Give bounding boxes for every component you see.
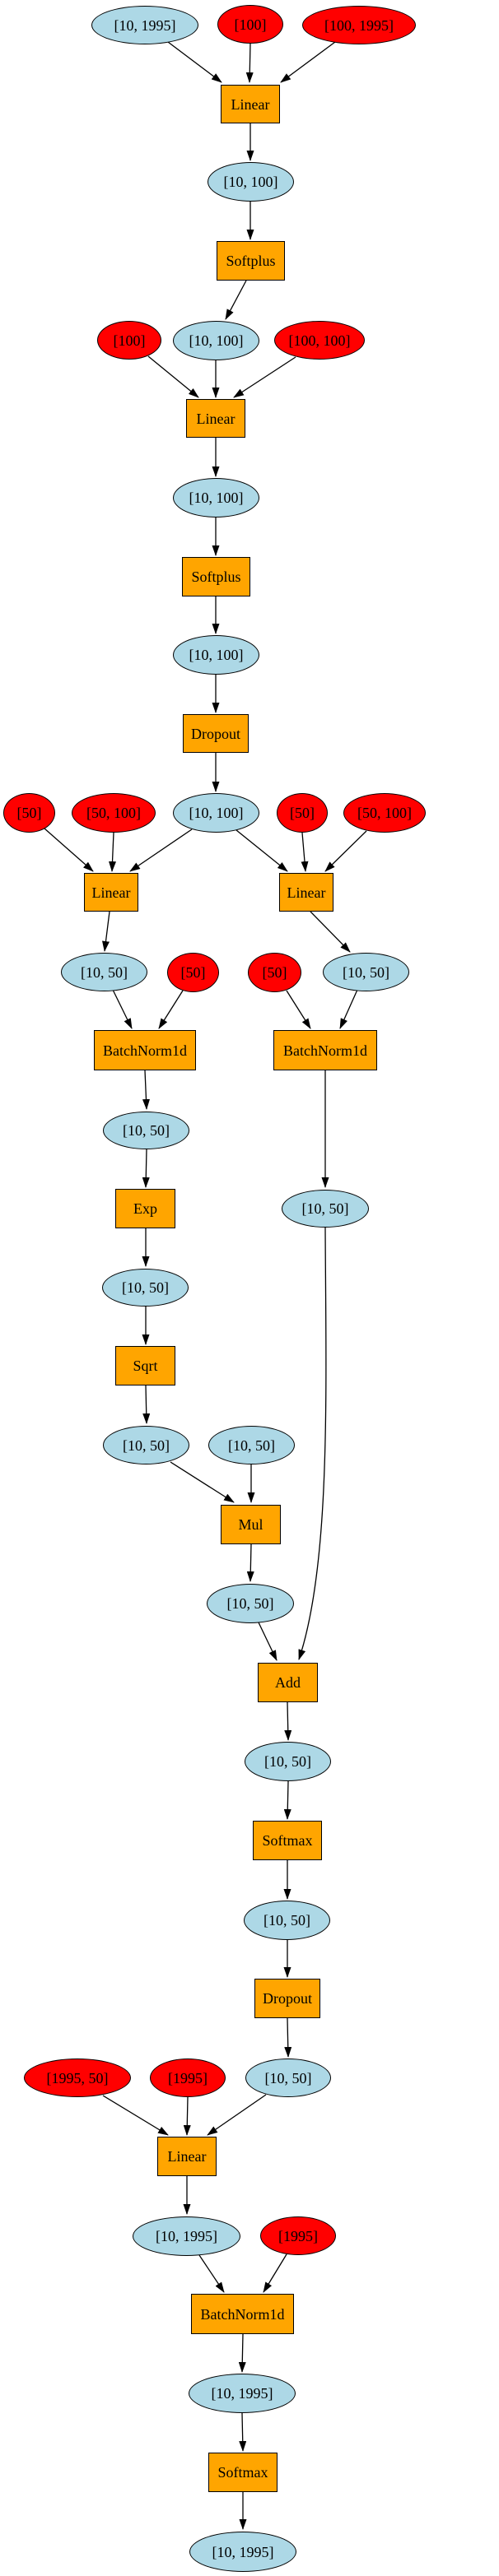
tensor-n39: [10, 50] <box>244 1901 330 1940</box>
dropout-op-n40: Dropout <box>254 1979 320 2018</box>
edge-n42-n44 <box>102 2095 169 2136</box>
param-n2: [100, 1995] <box>302 6 416 44</box>
linear-op-n19: Linear <box>84 873 138 912</box>
edge-n5-n7 <box>225 280 247 320</box>
edge-n14-n19 <box>129 828 193 872</box>
tensor-n0: [10, 1995] <box>91 6 198 44</box>
edge-n20-n24 <box>310 911 351 953</box>
tensor-n48: [10, 1995] <box>189 2374 296 2413</box>
linear-op-n9: Linear <box>186 399 245 438</box>
edge-n32-n34 <box>170 1461 235 1503</box>
softplus-op-n11: Softplus <box>182 557 250 596</box>
edge-n31-n32 <box>142 1385 151 1424</box>
linear-op-n3: Linear <box>221 85 280 123</box>
edge-n16-n19 <box>109 832 117 872</box>
edge-n46-n47 <box>263 2253 287 2293</box>
tensor-n7: [10, 100] <box>173 321 259 360</box>
batchnorm1d-op-n47: BatchNorm1d <box>191 2294 294 2334</box>
edge-n40-n41 <box>284 2017 292 2058</box>
tensor-n27: [10, 50] <box>103 1112 189 1149</box>
param-n17: [50] <box>277 793 328 833</box>
edge-n48-n49 <box>239 2412 247 2452</box>
softmax-op-n38: Softmax <box>253 1821 322 1860</box>
edge-n15-n19 <box>44 828 94 872</box>
mul-op-n34: Mul <box>221 1505 281 1544</box>
add-op-n36: Add <box>258 1663 318 1702</box>
tensor-n33: [10, 50] <box>208 1426 295 1464</box>
edge-n23-n26 <box>286 990 311 1029</box>
edge-n22-n25 <box>158 990 184 1029</box>
tensor-n12: [10, 100] <box>173 635 259 675</box>
softplus-op-n5: Softplus <box>217 241 285 281</box>
edge-n35-n36 <box>258 1622 277 1661</box>
param-n6: [100] <box>97 321 161 360</box>
edge-n24-n26 <box>339 989 358 1029</box>
edge-n37-n38 <box>283 1780 291 1820</box>
tensor-n30: [10, 50] <box>102 1269 189 1307</box>
tensor-n35: [10, 50] <box>207 1584 294 1623</box>
param-n42: [1995, 50] <box>24 2058 131 2097</box>
edge-n34-n35 <box>246 1543 254 1582</box>
edge-n6-n9 <box>147 355 199 398</box>
param-n43: [1995] <box>150 2058 226 2097</box>
edge-n47-n48 <box>238 2333 246 2373</box>
sqrt-op-n31: Sqrt <box>115 1346 175 1385</box>
tensor-n14: [10, 100] <box>173 793 259 833</box>
edge-n17-n20 <box>301 832 309 872</box>
param-n18: [50, 100] <box>343 793 426 833</box>
param-n1: [100] <box>217 5 283 44</box>
edge-n25-n27 <box>142 1070 150 1110</box>
edge-n0-n3 <box>167 41 222 83</box>
edge-n41-n44 <box>207 2094 267 2136</box>
edge-n21-n25 <box>112 989 133 1029</box>
linear-op-n20: Linear <box>279 873 333 912</box>
batchnorm1d-op-n25: BatchNorm1d <box>94 1030 196 1070</box>
softmax-op-n49: Softmax <box>208 2453 277 2492</box>
linear-op-n44: Linear <box>157 2137 217 2176</box>
param-n46: [1995] <box>260 2216 336 2255</box>
tensor-n41: [10, 50] <box>245 2058 331 2097</box>
edge-n36-n37 <box>284 1701 292 1741</box>
tensor-n37: [10, 50] <box>245 1742 331 1781</box>
dropout-op-n13: Dropout <box>183 714 249 753</box>
edge-n19-n21 <box>102 911 110 952</box>
edge-n8-n9 <box>233 356 296 398</box>
param-n22: [50] <box>167 953 219 992</box>
param-n23: [50] <box>248 953 301 992</box>
tensor-n32: [10, 50] <box>103 1426 189 1464</box>
tensor-n24: [10, 50] <box>323 953 409 991</box>
tensor-n4: [10, 100] <box>208 162 294 202</box>
edge-n14-n20 <box>236 829 288 872</box>
edge-n45-n47 <box>198 2254 225 2293</box>
edge-n27-n28 <box>142 1149 150 1188</box>
param-n8: [100, 100] <box>274 321 365 360</box>
tensor-n29: [10, 50] <box>282 1190 369 1228</box>
edge-n29-n36 <box>298 1227 327 1660</box>
param-n15: [50] <box>3 793 55 833</box>
exp-op-n28: Exp <box>115 1189 175 1228</box>
param-n16: [50, 100] <box>72 793 156 833</box>
tensor-n10: [10, 100] <box>173 478 259 518</box>
tensor-n45: [10, 1995] <box>133 2216 240 2256</box>
edge-n43-n44 <box>183 2096 191 2136</box>
tensor-n21: [10, 50] <box>61 953 147 991</box>
batchnorm1d-op-n26: BatchNorm1d <box>273 1030 377 1070</box>
edge-n18-n20 <box>324 830 367 872</box>
tensor-n50: [10, 1995] <box>189 2532 296 2572</box>
edge-n2-n3 <box>280 41 336 83</box>
